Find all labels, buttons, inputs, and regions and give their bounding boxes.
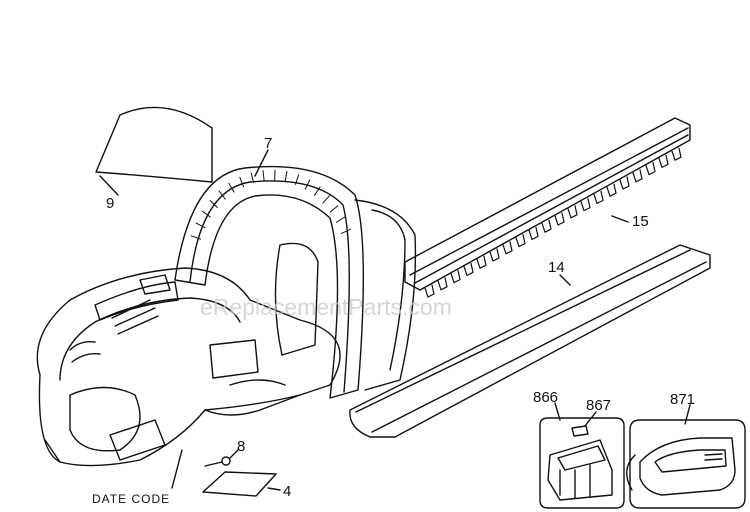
screw-part bbox=[204, 456, 231, 467]
leader-line bbox=[611, 215, 629, 223]
trimmer-body bbox=[36, 267, 341, 467]
leader-line bbox=[229, 449, 239, 459]
charger-box bbox=[626, 419, 746, 509]
part-label-8: 8 bbox=[237, 438, 245, 455]
part-label-4: 4 bbox=[283, 483, 291, 500]
leader-line bbox=[559, 274, 571, 286]
leader-line bbox=[254, 149, 269, 177]
date-code-label: DATE CODE bbox=[92, 492, 170, 506]
leader-line bbox=[554, 402, 561, 421]
leader-line bbox=[584, 411, 597, 427]
leader-line bbox=[684, 404, 691, 425]
front-handle-part bbox=[174, 165, 417, 399]
label-pad-part bbox=[95, 106, 213, 183]
blade-part bbox=[404, 117, 691, 298]
part-label-871: 871 bbox=[670, 391, 695, 408]
part-label-866: 866 bbox=[533, 389, 558, 406]
part-label-867: 867 bbox=[586, 397, 611, 414]
part-label-9: 9 bbox=[106, 195, 114, 212]
label-part bbox=[202, 471, 277, 497]
blade-cover-part bbox=[349, 244, 711, 438]
part-label-7: 7 bbox=[264, 135, 272, 152]
battery-box bbox=[539, 417, 625, 509]
part-label-15: 15 bbox=[632, 213, 649, 230]
leader-line bbox=[171, 449, 183, 489]
leader-line bbox=[267, 487, 281, 491]
part-label-14: 14 bbox=[548, 259, 565, 276]
watermark-text: eReplacementParts.com bbox=[200, 294, 452, 320]
leader-line bbox=[99, 175, 119, 196]
